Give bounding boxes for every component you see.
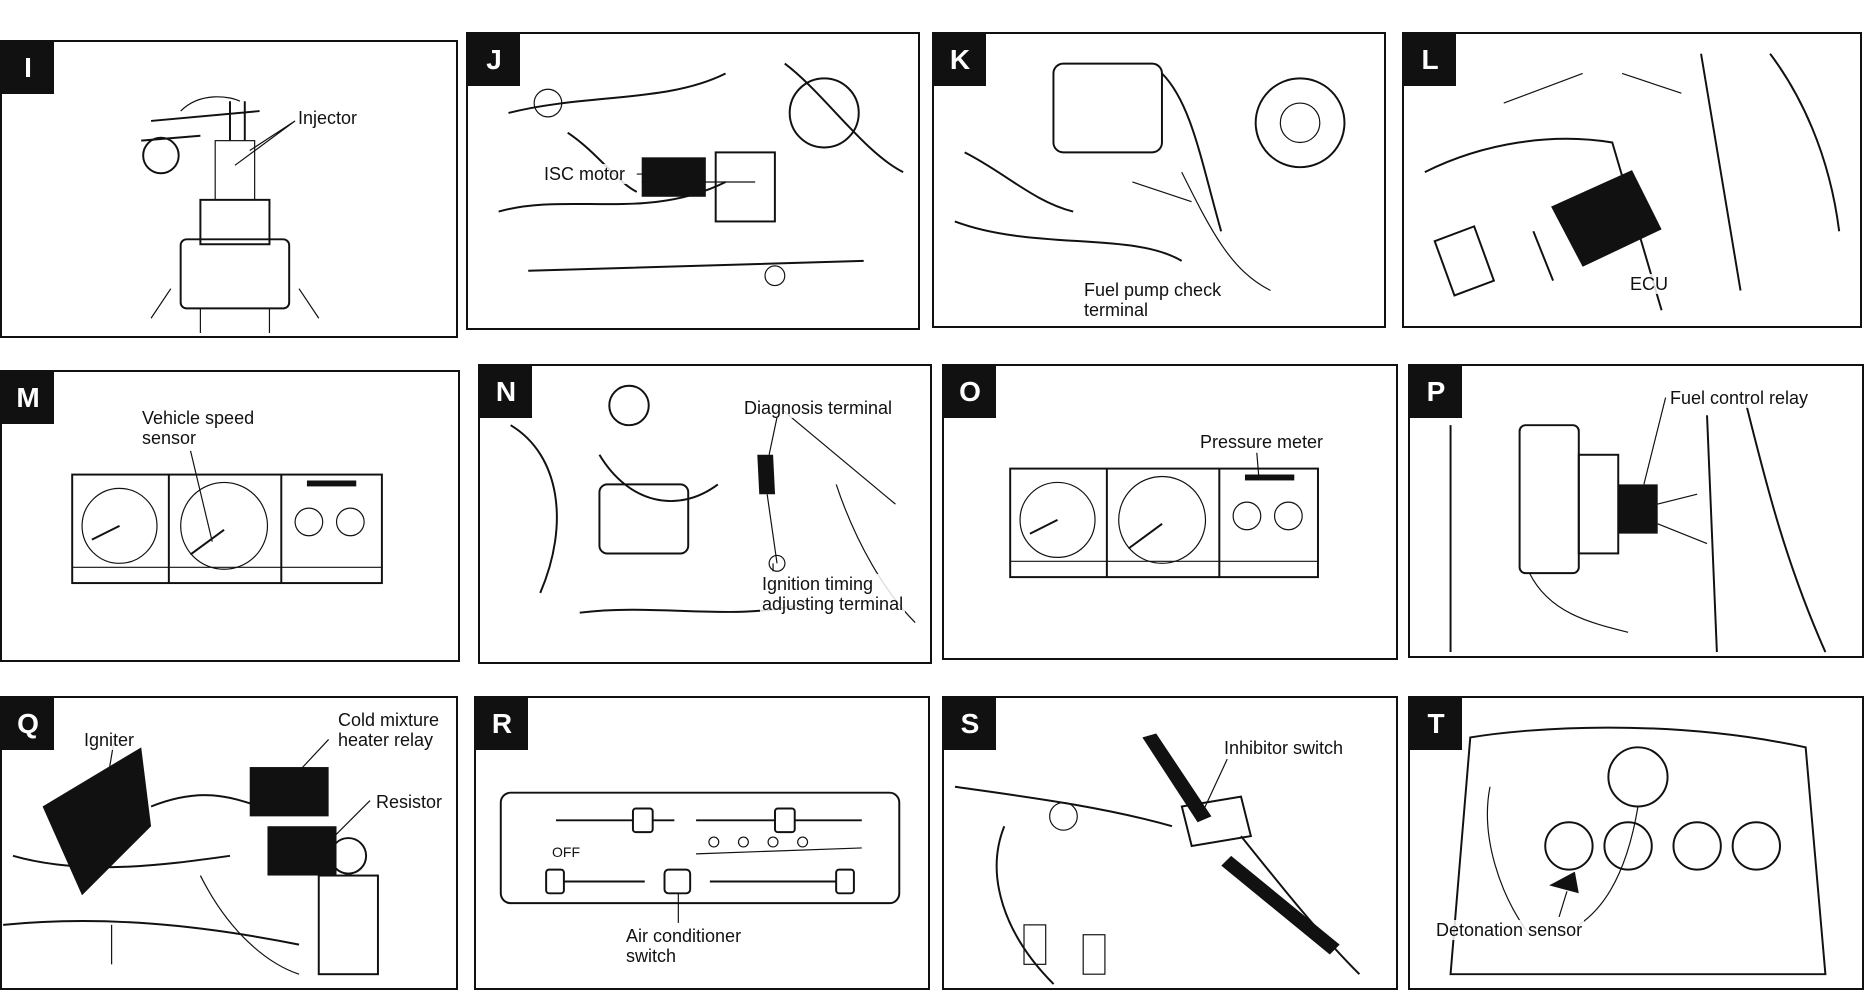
panel-m: M Vehicle speed sensor (0, 370, 460, 662)
inhibitor-switch-label: Inhibitor switch (1222, 738, 1346, 758)
climate-control-panel-illustration (499, 791, 901, 905)
instrument-cluster-illustration (71, 473, 383, 585)
igniter-illustration (3, 747, 379, 976)
panel-k: K Fuel pump check terminal (932, 32, 1386, 328)
diagnosis-terminal-label: Diagnosis terminal (742, 398, 895, 418)
leader-lines (1201, 758, 1228, 815)
panel-letter: N (480, 366, 532, 418)
leader-lines (189, 450, 213, 542)
resistor-label: Resistor (374, 792, 445, 812)
panel-letter: L (1404, 34, 1456, 86)
leader-lines (677, 893, 679, 923)
air-conditioner-switch-label: Air conditioner switch (624, 926, 744, 966)
fuel-pump-check-illustration (954, 62, 1346, 292)
leader-lines (234, 120, 296, 166)
detonation-sensor-label: Detonation sensor (1434, 920, 1585, 940)
pressure-meter-illustration (1009, 467, 1319, 579)
panel-s: S Inhibitor switch (942, 696, 1398, 990)
panel-letter: Q (2, 698, 54, 750)
panel-letter: R (476, 698, 528, 750)
ignition-timing-terminal-label: Ignition timing adjusting terminal (760, 574, 906, 614)
panel-q: Q Igniter Cold mixture heater relay Resi… (0, 696, 458, 990)
panel-letter: J (468, 34, 520, 86)
leader-lines (1558, 891, 1568, 918)
panel-i: I Injector (0, 40, 458, 338)
leader-lines (768, 417, 778, 572)
injector-label: Injector (296, 108, 360, 128)
injector-illustration (141, 96, 320, 334)
fuel-control-relay-illustration (1449, 405, 1827, 653)
panel-r: R OFF Air conditioner switch (474, 696, 930, 990)
panel-t: T Detonation sensor (1408, 696, 1864, 990)
panel-letter: I (2, 42, 54, 94)
igniter-label: Igniter (82, 730, 137, 750)
isc-motor-label: ISC motor (542, 164, 628, 184)
vehicle-speed-sensor-label: Vehicle speed sensor (140, 408, 257, 448)
cold-mixture-heater-relay-label: Cold mixture heater relay (336, 710, 442, 750)
leader-lines (1643, 397, 1667, 485)
panel-letter: S (944, 698, 996, 750)
panel-letter: K (934, 34, 986, 86)
panel-letter: O (944, 366, 996, 418)
control-off-text: OFF (550, 842, 582, 862)
panel-n: N Diagnosis terminal Ignition timing adj… (478, 364, 932, 664)
panel-letter: T (1410, 698, 1462, 750)
fuel-pump-check-label: Fuel pump check terminal (1082, 280, 1224, 320)
panel-l: L ECU (1402, 32, 1862, 328)
isc-motor-illustration (498, 62, 904, 287)
leader-lines (636, 173, 756, 183)
inhibitor-switch-illustration (954, 733, 1361, 985)
pressure-meter-label: Pressure meter (1198, 432, 1326, 452)
leader-lines (1256, 452, 1260, 477)
fuel-control-relay-label: Fuel control relay (1668, 388, 1811, 408)
panel-p: P Fuel control relay (1408, 364, 1864, 658)
panel-letter: M (2, 372, 54, 424)
panel-o: O Pressure meter (942, 364, 1398, 660)
ecu-label: ECU (1628, 274, 1671, 294)
panel-letter: P (1410, 366, 1462, 418)
ecu-illustration (1424, 53, 1841, 311)
panel-j: J ISC motor (466, 32, 920, 330)
